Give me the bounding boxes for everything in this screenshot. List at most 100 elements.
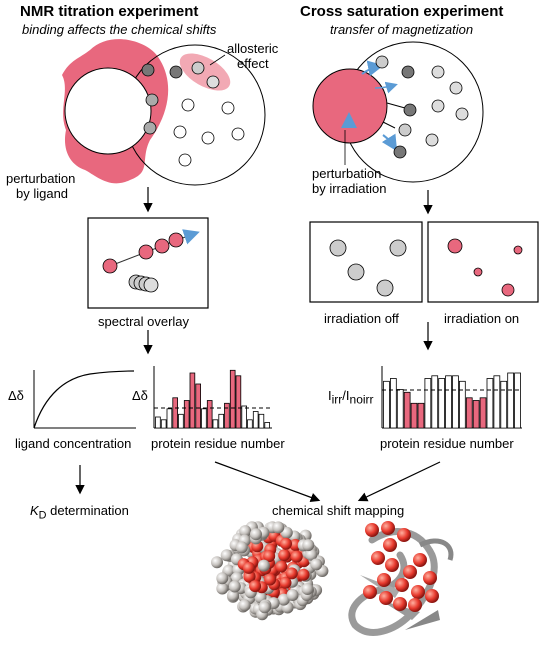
residue-bead	[385, 558, 399, 572]
atom-sphere	[305, 548, 318, 561]
bar-14	[229, 369, 236, 429]
atom-sphere	[286, 589, 299, 601]
right-title: Cross saturation experiment	[300, 3, 504, 20]
residue-bead	[423, 571, 437, 585]
bar-14	[472, 400, 480, 429]
atom-sphere	[235, 541, 248, 554]
atom-sphere	[263, 550, 276, 563]
atom-sphere	[278, 549, 291, 562]
bar-16	[486, 378, 494, 429]
residue-bead	[408, 598, 422, 612]
bar-18	[500, 380, 508, 429]
bar-17	[493, 375, 501, 429]
ligand-concentration-label: ligand concentration	[15, 436, 132, 451]
chemical-shift-mapping-label: chemical shift mapping	[272, 503, 405, 518]
bar-7	[424, 378, 432, 429]
bar-8	[431, 375, 439, 429]
bar-4	[172, 397, 179, 429]
bar-6	[417, 402, 425, 429]
atom-sphere	[227, 589, 240, 602]
atom-sphere	[239, 525, 252, 538]
bar-5	[410, 402, 418, 429]
irradiation-perturbation-label-1: perturbation	[312, 166, 382, 181]
atom-sphere	[279, 576, 292, 589]
atom-sphere	[257, 559, 270, 572]
ratio-bar-chart	[381, 366, 522, 429]
left-title: NMR titration experiment	[20, 3, 199, 20]
bar-9	[438, 378, 446, 429]
spectral-overlay-label: spectral overlay	[98, 314, 190, 329]
saturation-curve	[33, 370, 135, 429]
saturation-ylabel: Δδ	[8, 388, 24, 403]
bar-19	[507, 372, 515, 429]
bar-2	[160, 419, 167, 429]
atom-sphere	[242, 561, 255, 574]
ligand-circle	[64, 67, 152, 155]
atom-sphere	[243, 570, 256, 583]
residue-bead	[365, 523, 379, 537]
irradiated-ligand	[312, 68, 388, 144]
ratio-ylabel: Iirr/Inoirr	[328, 388, 374, 407]
residue-bead	[403, 565, 417, 579]
atom-sphere	[250, 528, 262, 541]
atom-sphere	[277, 593, 290, 606]
ligand-perturbation-label-2: by ligand	[16, 186, 69, 201]
atom-sphere	[216, 572, 229, 585]
residue-bead	[395, 578, 409, 592]
residue-bead	[413, 553, 427, 567]
left-residue-label: protein residue number	[151, 436, 285, 451]
allosteric-label-1: allosteric	[227, 41, 279, 56]
atom-sphere	[258, 601, 271, 614]
allosteric-label-2: effect	[237, 56, 269, 71]
atom-sphere	[216, 582, 229, 595]
bar-3	[396, 389, 404, 429]
residue-bead	[371, 551, 385, 565]
atom-sphere	[297, 568, 310, 581]
residue-bead	[411, 585, 425, 599]
bar-4	[403, 391, 411, 429]
residue-bead	[379, 591, 393, 605]
bar-5	[178, 413, 184, 429]
left-subtitle: binding affects the chemical shifts	[22, 22, 217, 37]
bar-11	[212, 419, 219, 429]
atom-sphere	[285, 567, 298, 580]
bar-11	[452, 375, 459, 429]
bar-7	[189, 372, 196, 429]
bar-6	[183, 400, 190, 429]
atom-sphere	[280, 537, 292, 550]
atom-sphere	[249, 580, 262, 593]
residue-bead	[381, 521, 395, 535]
bar-10	[206, 400, 213, 429]
residue-bead	[383, 538, 397, 552]
residue-bead	[393, 597, 407, 611]
atom-sphere	[272, 521, 285, 534]
bar-15	[235, 375, 242, 429]
residue-bead	[425, 589, 439, 603]
atom-sphere	[290, 550, 303, 563]
bar-1	[383, 380, 390, 429]
atom-sphere	[302, 539, 315, 552]
saturation-chart	[33, 370, 136, 429]
bar-19	[258, 413, 265, 429]
atom-sphere	[228, 580, 241, 593]
right-residue-label: protein residue number	[380, 436, 514, 451]
irradiation-off-box	[309, 221, 423, 303]
atom-sphere	[238, 599, 251, 612]
atom-sphere	[264, 573, 277, 586]
bar-13	[465, 397, 473, 429]
bar-9	[201, 408, 207, 429]
bar-8	[195, 383, 202, 429]
bar-18	[252, 411, 259, 429]
spectral-overlay-box	[87, 217, 209, 309]
delta-bar-chart	[153, 366, 272, 429]
bar-17	[247, 419, 253, 429]
kd-determination-label: KD determination	[30, 503, 129, 522]
right-protein-figure	[312, 41, 484, 183]
bar-10	[445, 375, 452, 429]
residue-bead	[363, 585, 377, 599]
ligand-perturbation-label-1: perturbation	[6, 171, 76, 186]
right-subtitle: transfer of magnetization	[330, 22, 474, 37]
atom-sphere	[275, 560, 288, 573]
irradiation-off-label: irradiation off	[324, 311, 399, 326]
